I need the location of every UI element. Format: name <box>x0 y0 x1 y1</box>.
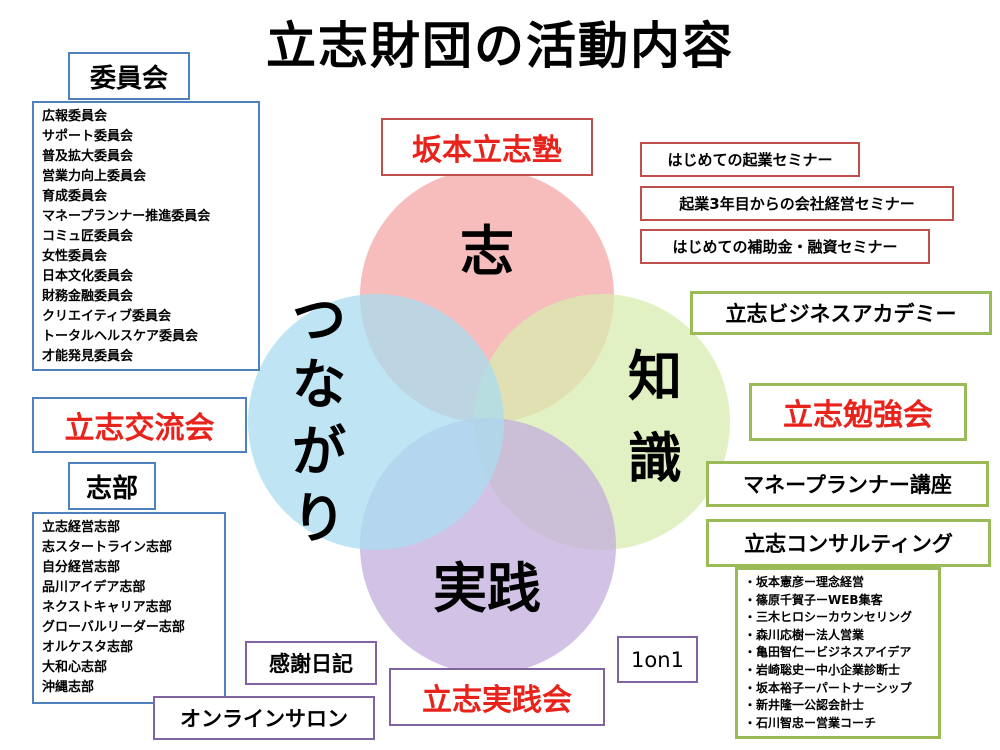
branch-item: 大和心志部 <box>42 660 108 675</box>
venn-label-right-2: 識 <box>628 427 682 490</box>
one-on-one-label: 1on1 <box>617 636 698 683</box>
seminar-item-3: はじめての補助金・融資セミナー <box>640 229 930 264</box>
venn-label-left-3: が <box>292 420 346 483</box>
committee-item: 広報委員会 <box>42 109 108 124</box>
money-planner-course-label: マネープランナー講座 <box>706 461 989 507</box>
committee-item: コミュ匠委員会 <box>42 229 134 244</box>
venn-label-right-1: 知 <box>628 345 682 408</box>
branch-item: グローバルリーダー志部 <box>42 620 185 635</box>
committee-item: 育成委員会 <box>42 189 108 204</box>
consultant-item: ・坂本憲彦ー理念経営 <box>744 575 865 589</box>
venn-label-top: 志 <box>460 220 514 283</box>
consultant-item: ・亀田智仁ービジネスアイデア <box>744 645 912 660</box>
committee-item: 日本文化委員会 <box>42 269 134 284</box>
consulting-list: ・坂本憲彦ー理念経営・篠原千賀子ーWEB集客・三木ヒロシーカウンセリング・森川応… <box>735 567 941 739</box>
branches-heading: 志部 <box>68 462 156 510</box>
venn-label-left-1: つ <box>292 288 346 351</box>
online-salon-label: オンラインサロン <box>153 696 375 740</box>
committee-item: 財務金融委員会 <box>42 289 134 304</box>
committees-list: 広報委員会サポート委員会普及拡大委員会営業力向上委員会育成委員会マネープランナー… <box>32 101 260 371</box>
consultant-item: ・三木ヒロシーカウンセリング <box>744 610 913 625</box>
committee-item: トータルヘルスケア委員会 <box>42 329 199 344</box>
consultant-item: ・篠原千賀子ーWEB集客 <box>744 592 883 607</box>
committee-item: 女性委員会 <box>42 249 108 264</box>
consultant-item: ・坂本裕子ーパートナーシップ <box>744 680 912 695</box>
seminar-item-2: 起業3年目からの会社経営セミナー <box>640 186 954 221</box>
committee-item: クリエイティブ委員会 <box>42 309 171 324</box>
venn-circle-left <box>248 294 504 550</box>
consultant-item: ・新井隆一公認会計士 <box>744 698 865 713</box>
committee-item: サポート委員会 <box>42 129 134 144</box>
branch-item: 自分経営志部 <box>42 560 121 575</box>
seminar-item-1: はじめての起業セミナー <box>640 142 860 177</box>
branch-item: 沖縄志部 <box>42 680 95 695</box>
practice-meeting-label: 立志実践会 <box>389 668 605 726</box>
branch-item: 立志経営志部 <box>42 520 121 535</box>
branch-item: オルケスタ志部 <box>42 640 134 655</box>
page-title: 立志財団の活動内容 <box>266 17 734 75</box>
branch-item: 志スタートライン志部 <box>42 540 173 555</box>
consultant-item: ・森川応樹ー法人営業 <box>744 627 865 642</box>
committee-item: マネープランナー推進委員会 <box>42 209 211 224</box>
consulting-heading: 立志コンサルティング <box>706 519 991 567</box>
venn-label-left-2: な <box>292 353 346 416</box>
committee-item: 才能発見委員会 <box>42 349 134 364</box>
venn-label-left-4: り <box>292 487 346 550</box>
committees-heading: 委員会 <box>68 52 190 100</box>
study-meeting-label: 立志勉強会 <box>749 383 967 441</box>
committee-item: 普及拡大委員会 <box>42 149 134 164</box>
venn-label-bottom: 実践 <box>433 557 541 620</box>
branches-list: 立志経営志部志スタートライン志部自分経営志部品川アイデア志部ネクストキャリア志部… <box>32 512 226 704</box>
consultant-item: ・石川智忠ー営業コーチ <box>744 715 877 730</box>
academy-label: 立志ビジネスアカデミー <box>690 291 992 335</box>
branch-item: 品川アイデア志部 <box>42 580 146 595</box>
gratitude-diary-label: 感謝日記 <box>245 641 377 685</box>
consultant-item: ・岩崎聡史ー中小企業診断士 <box>744 662 901 677</box>
exchange-meeting-label: 立志交流会 <box>32 397 247 453</box>
juku-label: 坂本立志塾 <box>381 118 593 176</box>
committee-item: 営業力向上委員会 <box>42 169 147 184</box>
branch-item: ネクストキャリア志部 <box>42 600 172 615</box>
